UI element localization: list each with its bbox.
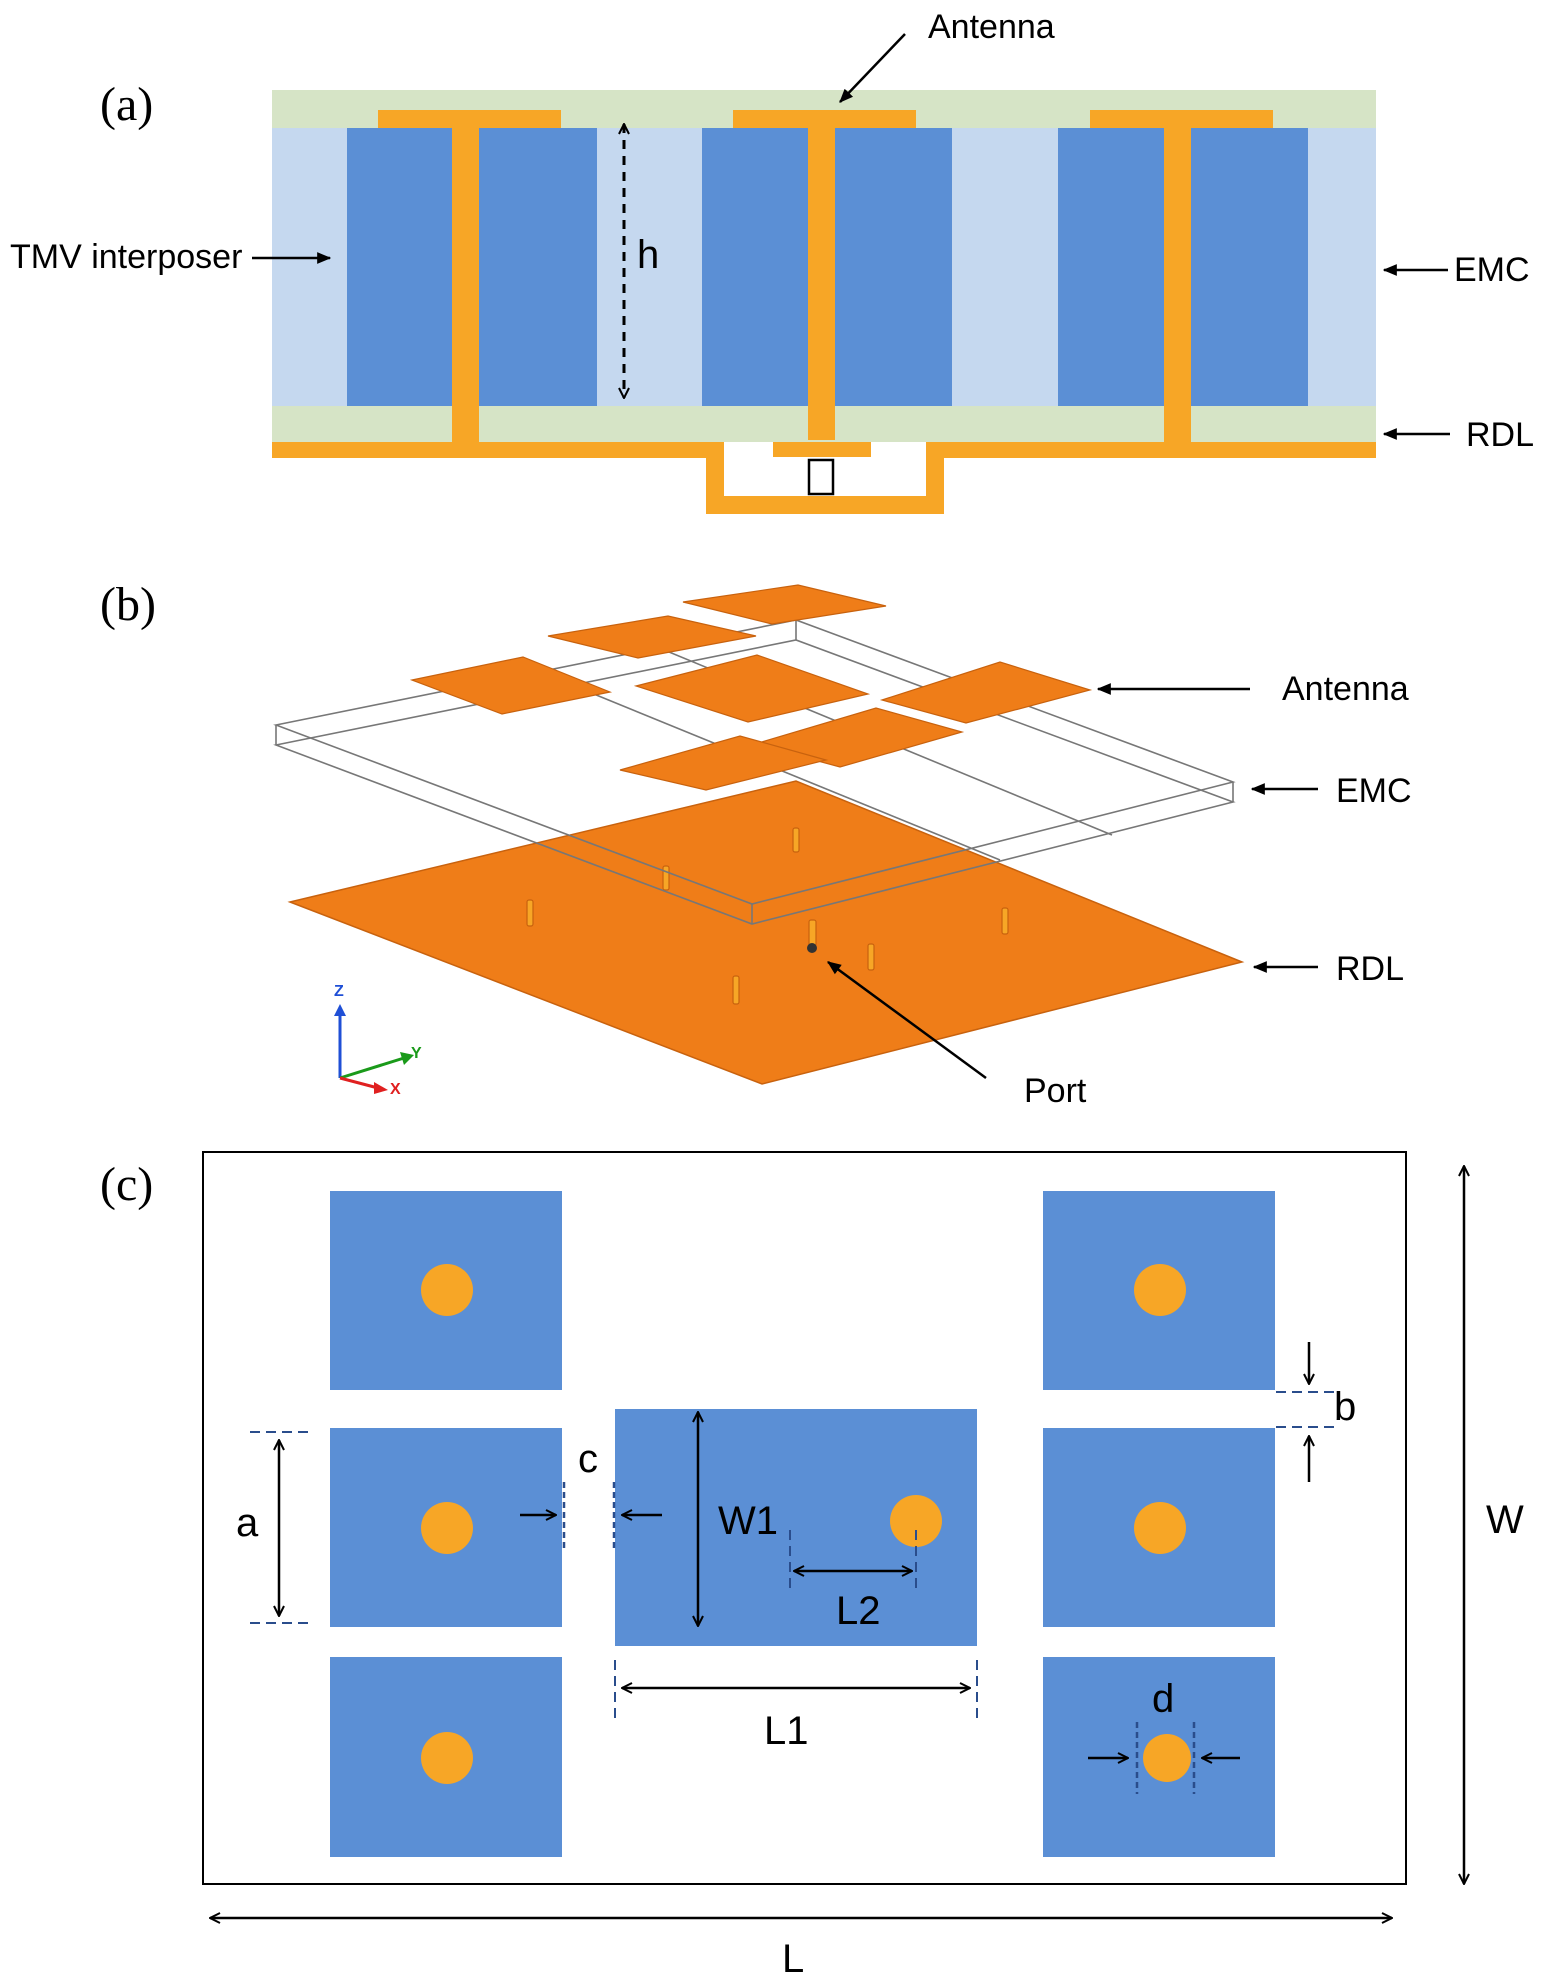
via	[890, 1495, 942, 1547]
l-label: L	[782, 1937, 804, 1981]
rdl-metal-left	[272, 442, 724, 458]
antenna-patch	[409, 656, 613, 715]
b-label: b	[1334, 1385, 1356, 1429]
via	[1164, 110, 1191, 442]
via	[452, 110, 479, 442]
antenna-patch	[619, 735, 829, 791]
rdl-label-a: RDL	[1466, 416, 1534, 454]
via	[808, 919, 817, 947]
via	[808, 110, 835, 440]
antenna-label-a: Antenna	[928, 8, 1055, 46]
w1-label: W1	[718, 1499, 778, 1543]
panel-a: (a) h Antenna TMV interposer	[10, 8, 1534, 514]
a-label: a	[236, 1501, 259, 1545]
antenna-patch	[633, 654, 871, 723]
via	[1001, 907, 1009, 935]
via	[1143, 1734, 1191, 1782]
via	[1134, 1502, 1186, 1554]
panel-b: (b)	[100, 578, 1412, 1110]
l2-label: L2	[836, 1589, 881, 1633]
axis-x-label: X	[390, 1081, 401, 1098]
d-label: d	[1152, 1677, 1174, 1721]
emc-label-b: EMC	[1336, 772, 1412, 810]
rdl-metal-right	[926, 442, 1376, 458]
via	[662, 865, 670, 891]
via	[732, 975, 740, 1005]
rdl-label-b: RDL	[1336, 950, 1404, 988]
tmv-interposer-label: TMV interposer	[10, 238, 242, 276]
via	[421, 1502, 473, 1554]
antenna-patches	[409, 584, 1093, 791]
panel-c: (c) W L a b	[100, 1151, 1524, 1981]
c-label: c	[578, 1437, 598, 1481]
axis-triad-icon: Z Y X	[334, 983, 422, 1098]
via	[792, 827, 800, 853]
panel-c-label: (c)	[100, 1158, 153, 1211]
feed-pad	[773, 442, 871, 457]
plane-vias	[526, 827, 1009, 1005]
antenna-patch	[547, 615, 757, 659]
port-marker	[807, 943, 817, 953]
antenna-label-b: Antenna	[1282, 670, 1409, 708]
emc-label-a: EMC	[1454, 251, 1530, 289]
arrow-icon	[839, 33, 906, 103]
h-label: h	[637, 233, 659, 277]
antenna-patch	[682, 584, 887, 625]
l1-label: L1	[764, 1709, 809, 1753]
w-label: W	[1486, 1498, 1524, 1542]
port-box	[807, 458, 835, 496]
via	[421, 1264, 473, 1316]
axis-z-label: Z	[334, 983, 344, 1000]
panel-a-label: (a)	[100, 78, 153, 131]
rdl-ground-plane	[287, 780, 1245, 1085]
via	[1134, 1264, 1186, 1316]
feed-loop	[706, 442, 944, 514]
via	[421, 1732, 473, 1784]
via	[867, 943, 875, 971]
axis-y-label: Y	[411, 1045, 422, 1062]
via	[526, 899, 534, 927]
arrow-icon	[827, 960, 987, 1080]
antenna-patch	[879, 661, 1093, 724]
port-label: Port	[1024, 1072, 1087, 1110]
panel-b-label: (b)	[100, 578, 156, 631]
